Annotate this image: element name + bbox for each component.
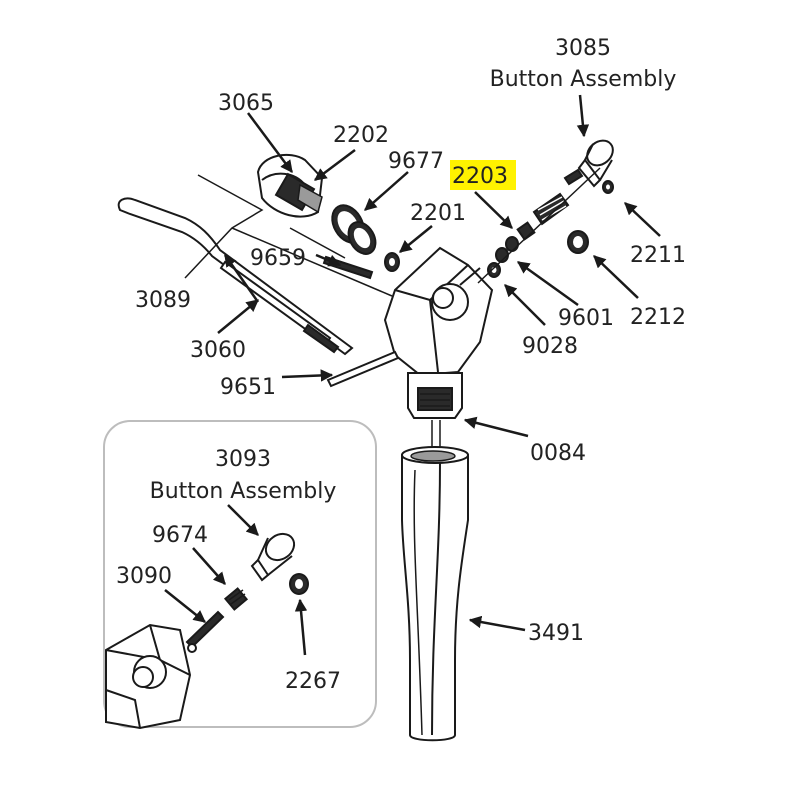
label-button-assembly-inset: Button Assembly bbox=[150, 479, 337, 504]
label-2201: 2201 bbox=[410, 201, 466, 226]
inset-faucet-head bbox=[105, 623, 192, 730]
label-3491: 3491 bbox=[528, 621, 584, 646]
label-3060: 3060 bbox=[190, 338, 246, 363]
label-2202: 2202 bbox=[333, 123, 389, 148]
label-9651: 9651 bbox=[220, 375, 276, 400]
label-2203: 2203 bbox=[452, 164, 508, 189]
label-3093: 3093 bbox=[215, 447, 271, 472]
inset-button-3093 bbox=[250, 532, 296, 582]
label-2267: 2267 bbox=[285, 669, 341, 694]
pin-9651 bbox=[326, 350, 400, 388]
faucet-head bbox=[383, 246, 494, 377]
label-3089: 3089 bbox=[135, 288, 191, 313]
highlight-2203 bbox=[450, 160, 516, 190]
label-9601: 9601 bbox=[558, 306, 614, 331]
label-9028: 9028 bbox=[522, 334, 578, 359]
label-2211: 2211 bbox=[630, 243, 686, 268]
spring-2203 bbox=[505, 192, 570, 252]
label-0084: 0084 bbox=[530, 441, 586, 466]
rod-3060 bbox=[219, 260, 340, 354]
label-3090: 3090 bbox=[116, 564, 172, 589]
label-2212: 2212 bbox=[630, 305, 686, 330]
label-button-assembly-main: Button Assembly bbox=[490, 67, 677, 92]
label-9659: 9659 bbox=[250, 246, 306, 271]
button-assembly-3085 bbox=[563, 139, 614, 188]
body-tube-3491 bbox=[401, 446, 469, 742]
cartridge-3065 bbox=[256, 153, 324, 218]
neck-0084 bbox=[407, 372, 463, 419]
label-3065: 3065 bbox=[218, 91, 274, 116]
bracket-3089 bbox=[184, 174, 264, 279]
label-3085: 3085 bbox=[555, 36, 611, 61]
label-9674: 9674 bbox=[152, 523, 208, 548]
inset-washer-2267 bbox=[289, 573, 309, 595]
inset-stem-3090 bbox=[185, 610, 225, 653]
label-9677: 9677 bbox=[388, 149, 444, 174]
inset-spring-9674 bbox=[223, 587, 249, 611]
